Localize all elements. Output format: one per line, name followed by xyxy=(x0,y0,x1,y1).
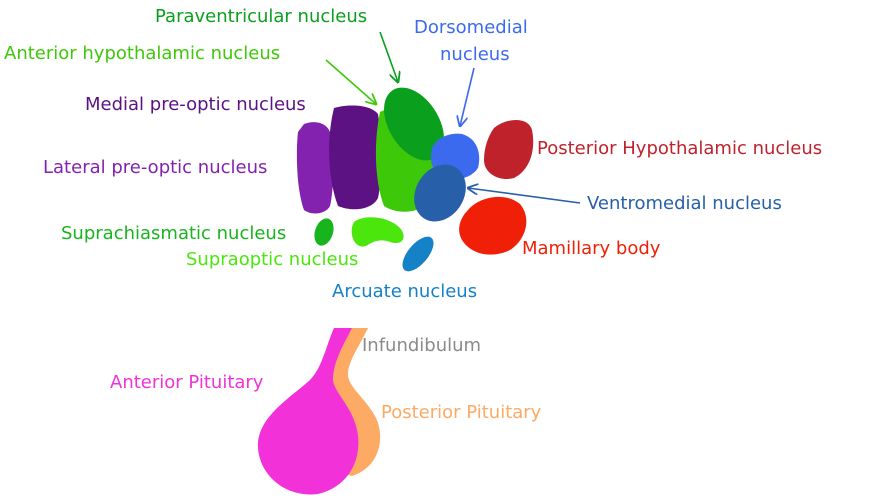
posterior-hypothalamic-shape xyxy=(484,120,534,180)
label-suprachiasmatic: Suprachiasmatic nucleus xyxy=(61,223,286,244)
label-anterior-pituitary: Anterior Pituitary xyxy=(110,372,264,393)
anterior-hypothalamic-arrow xyxy=(325,59,376,104)
paraventricular-arrow xyxy=(379,31,398,82)
label-posterior-pituitary: Posterior Pituitary xyxy=(381,402,542,423)
label-mamillary: Mamillary body xyxy=(522,238,661,259)
label-arcuate: Arcuate nucleus xyxy=(332,281,477,302)
label-dorsomedial-line1: Dorsomedial xyxy=(414,17,528,38)
lateral-preoptic-shape xyxy=(296,122,333,214)
anterior-pituitary-shape xyxy=(257,328,359,495)
label-supraoptic: Supraoptic nucleus xyxy=(186,249,358,270)
label-ventromedial: Ventromedial nucleus xyxy=(587,193,782,214)
dorsomedial-arrow xyxy=(460,67,475,126)
mamillary-shape xyxy=(459,196,527,255)
arcuate-shape xyxy=(402,236,434,272)
label-infundibulum: Infundibulum xyxy=(362,335,481,356)
label-paraventricular: Paraventricular nucleus xyxy=(155,6,367,27)
label-anterior-hypothalamic: Anterior hypothalamic nucleus xyxy=(4,43,280,64)
label-posterior-hypothalamic: Posterior Hypothalamic nucleus xyxy=(537,138,822,159)
ventromedial-shape xyxy=(414,164,466,222)
label-medial-preoptic: Medial pre-optic nucleus xyxy=(85,94,306,115)
label-dorsomedial-line2: nucleus xyxy=(440,44,510,65)
supraoptic-shape xyxy=(351,217,404,247)
paraventricular-shape xyxy=(384,87,444,161)
label-lateral-preoptic: Lateral pre-optic nucleus xyxy=(43,157,267,178)
suprachiasmatic-shape xyxy=(314,218,334,246)
ventromedial-arrow xyxy=(468,188,581,204)
medial-preoptic-shape xyxy=(329,105,381,210)
